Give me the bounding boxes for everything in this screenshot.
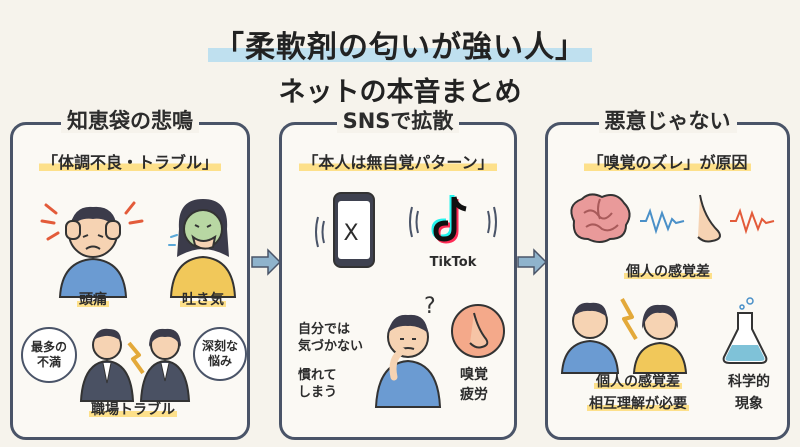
- label-mutual-understanding: 個人の感覚差 相互理解が必要: [587, 374, 689, 412]
- tiktok-note-icon: [409, 195, 497, 244]
- arrow-right-icon: [517, 248, 548, 276]
- brain-icon: [570, 193, 631, 243]
- note-unaware: 自分では気づかない: [298, 322, 364, 354]
- note-used-to-it: 慣れてしまう: [298, 368, 338, 400]
- flask-icon: [722, 297, 768, 364]
- tiktok-label: TikTok: [429, 255, 477, 270]
- main-title: 「柔軟剤の匂いが強い人」: [0, 22, 800, 66]
- label-headache: 頭痛: [77, 292, 109, 308]
- confused-person-icon: ?: [374, 294, 442, 408]
- panel-subtitle: 「本人は無自覚パターン」: [282, 149, 514, 173]
- label-scientific-phenomenon: 科学的 現象: [728, 374, 770, 412]
- bubble-most-complaints: 最多の不満: [21, 327, 77, 383]
- note-olfactory-fatigue: 嗅覚疲労: [460, 367, 488, 403]
- x-logo: X: [343, 221, 359, 246]
- panel-heading: SNSで拡散: [282, 105, 514, 135]
- nausea-person-icon: [168, 199, 237, 298]
- smartphone-icon: [315, 192, 375, 268]
- panel-heading: 知恵袋の悲鳴: [13, 105, 247, 135]
- nose-side-icon: [697, 194, 721, 243]
- nose-icon: [451, 304, 505, 358]
- panel-subtitle: 「体調不良・トラブル」: [13, 149, 247, 173]
- signal-wave-icon: [730, 207, 775, 235]
- sub-title: ネットの本音まとめ: [278, 77, 522, 108]
- svg-text:?: ?: [424, 294, 436, 319]
- label-individual-difference: 個人の感覚差: [624, 264, 712, 280]
- panel-no-malice: 悪意じゃない 「嗅覚のズレ」が原因 個人の感覚差: [545, 109, 790, 440]
- headache-person-icon: [40, 201, 144, 298]
- panel-chiebukuro: 知恵袋の悲鳴 「体調不良・トラブル」 頭痛 吐き気: [10, 109, 250, 440]
- office-workers-icon: [79, 328, 191, 402]
- two-people-icon: [560, 298, 688, 374]
- panel-sns: SNSで拡散 「本人は無自覚パターン」 X TikTok ?: [279, 109, 517, 440]
- label-workplace-trouble: 職場トラブル: [89, 402, 177, 418]
- panel-heading: 悪意じゃない: [548, 105, 787, 135]
- bubble-serious-worry: 深刻な悩み: [193, 327, 247, 381]
- signal-wave-icon: [640, 207, 685, 235]
- arrow-right-icon: [251, 248, 282, 276]
- panel-subtitle: 「嗅覚のズレ」が原因: [548, 149, 787, 173]
- label-nausea: 吐き気: [180, 292, 226, 308]
